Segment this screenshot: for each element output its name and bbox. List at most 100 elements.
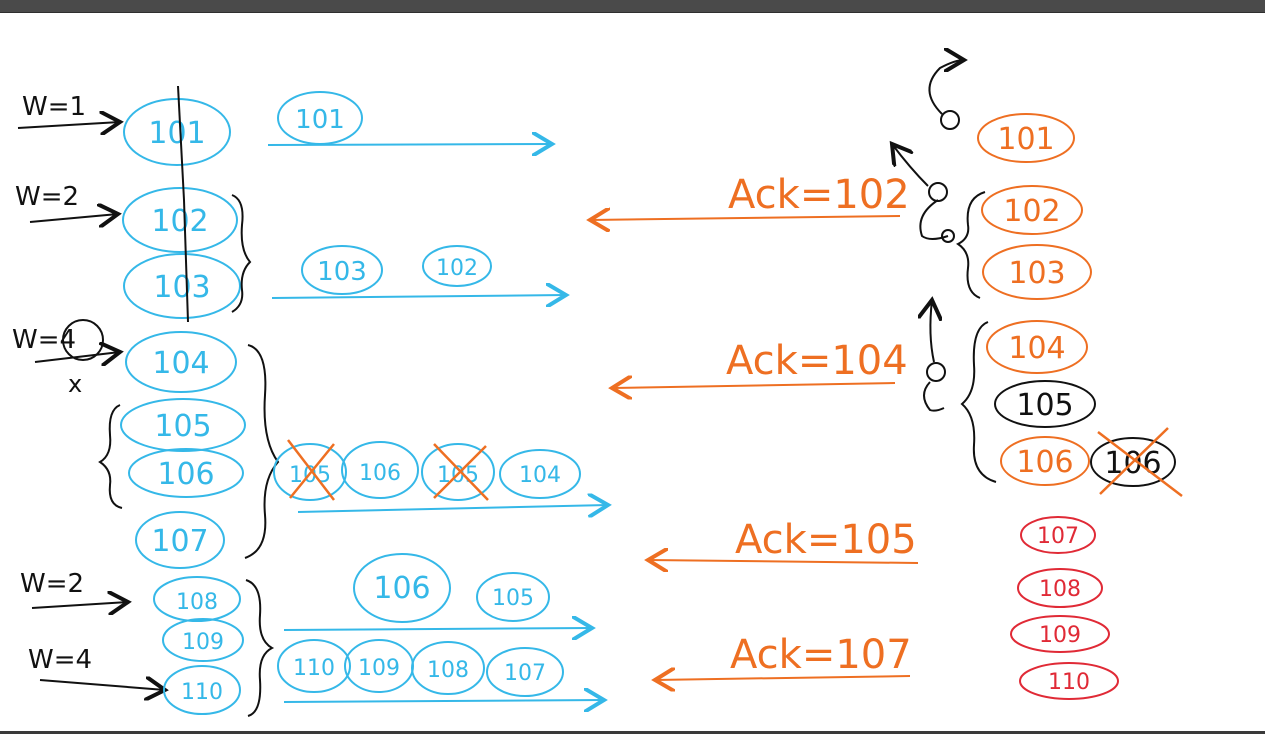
svg-text:101: 101 (295, 105, 345, 135)
svg-text:109: 109 (358, 656, 400, 681)
msg-r2-1 (422, 245, 492, 287)
ack-arrow-3 (648, 560, 919, 563)
svg-text:110: 110 (1048, 670, 1090, 695)
window-label-2: W=2 (15, 182, 79, 212)
lost-packet-crosses (287, 439, 489, 501)
svg-text:110: 110 (181, 680, 223, 705)
msg-r3-1 (341, 441, 419, 499)
msg-r4b-2 (411, 641, 485, 695)
buffer-labels: 107 108 109 110 (1037, 524, 1090, 695)
ack-arrow-1 (590, 216, 901, 220)
svg-text:104: 104 (152, 346, 209, 381)
packet-110 (163, 665, 241, 715)
packet-102 (122, 187, 238, 253)
receiver-packet-labels: 101 102 103 104 105 106 106 (997, 122, 1161, 481)
recv-103 (982, 244, 1092, 300)
svg-text:104: 104 (1008, 331, 1065, 366)
svg-text:109: 109 (1039, 623, 1081, 648)
svg-text:106: 106 (1016, 445, 1073, 480)
svg-text:108: 108 (1039, 577, 1081, 602)
svg-text:103: 103 (317, 257, 367, 287)
msg-r3-3 (499, 449, 581, 499)
msg-r3-2 (421, 443, 495, 501)
ack-label-1: Ack=102 (728, 172, 910, 218)
buffer-108 (1017, 568, 1103, 608)
svg-text:105: 105 (492, 586, 534, 611)
receiver-braces (892, 60, 997, 483)
svg-text:107: 107 (1037, 524, 1079, 549)
send-arrow-3 (297, 505, 608, 512)
recv-104 (986, 320, 1088, 374)
svg-text:101: 101 (997, 122, 1054, 157)
svg-text:102: 102 (436, 256, 478, 281)
svg-text:104: 104 (519, 463, 561, 488)
svg-text:103: 103 (1008, 256, 1065, 291)
window-label-4: W=2 (20, 569, 84, 599)
recv-102 (981, 185, 1083, 235)
sender-packets (120, 98, 246, 715)
svg-text:105: 105 (154, 409, 211, 444)
recv-106-dup (1090, 437, 1176, 487)
packet-107 (135, 511, 225, 569)
receiver-packets (977, 113, 1176, 487)
send-arrow-4b (283, 700, 604, 702)
packet-103 (123, 253, 241, 319)
sender-braces (98, 194, 280, 717)
svg-text:106: 106 (359, 461, 401, 486)
recv-101 (977, 113, 1075, 163)
sender-packet-labels: 101 102 103 104 105 106 107 108 109 110 (148, 116, 224, 705)
recv-105 (994, 380, 1096, 428)
ack-label-2: Ack=104 (726, 338, 908, 384)
ack-label-4: Ack=107 (730, 632, 912, 678)
recv-106 (1000, 436, 1090, 486)
msg-r3-0 (273, 443, 347, 501)
buffer-109 (1010, 615, 1110, 653)
svg-text:102: 102 (1003, 194, 1060, 229)
svg-text:101: 101 (148, 116, 205, 151)
buffer-107 (1020, 516, 1096, 554)
svg-text:107: 107 (504, 661, 546, 686)
svg-text:102: 102 (151, 204, 208, 239)
svg-text:108: 108 (427, 658, 469, 683)
ack-label-3: Ack=105 (735, 517, 917, 563)
msg-r4b-0 (277, 639, 351, 693)
svg-text:108: 108 (176, 590, 218, 615)
duplicate-cross (1097, 427, 1183, 497)
window-labels: W=1 W=2 W=4 W=2 W=4 x (12, 92, 92, 675)
svg-text:107: 107 (151, 524, 208, 559)
receiver-buffer (1010, 516, 1119, 700)
window-pointer-line (177, 85, 189, 323)
ack-arrow-4 (655, 676, 911, 680)
msg-r2-0 (301, 245, 383, 295)
window-label-1: W=1 (22, 92, 86, 122)
packet-108 (153, 576, 241, 622)
window-4-highlight (62, 319, 104, 361)
svg-text:110: 110 (293, 656, 335, 681)
msg-r4b-3 (486, 647, 564, 697)
packet-109 (162, 618, 244, 662)
canvas-bottom-border (0, 731, 1265, 734)
buffer-110 (1019, 662, 1119, 700)
ack-arrows (590, 216, 919, 680)
msg-r4a-0 (353, 553, 451, 623)
send-arrow-4a (283, 628, 592, 630)
toolbar-strip (0, 0, 1265, 13)
window-label-5: W=4 (28, 645, 92, 675)
packet-105 (120, 398, 246, 452)
svg-text:105: 105 (1016, 388, 1073, 423)
ack-arrow-2 (612, 383, 896, 388)
send-arrow-2 (271, 295, 566, 298)
svg-text:106: 106 (373, 571, 430, 606)
x-mark: x (68, 370, 82, 398)
sent-message-labels: 101 103 102 105 106 105 104 106 105 110 … (289, 105, 561, 686)
svg-text:109: 109 (182, 630, 224, 655)
sent-messages (267, 91, 608, 702)
svg-text:106: 106 (157, 457, 214, 492)
packet-101 (123, 98, 231, 166)
svg-text:103: 103 (153, 270, 210, 305)
msg-r4a-1 (476, 572, 550, 622)
window-arrows (17, 122, 165, 690)
packet-104 (125, 331, 237, 393)
send-arrow-1 (267, 144, 552, 145)
